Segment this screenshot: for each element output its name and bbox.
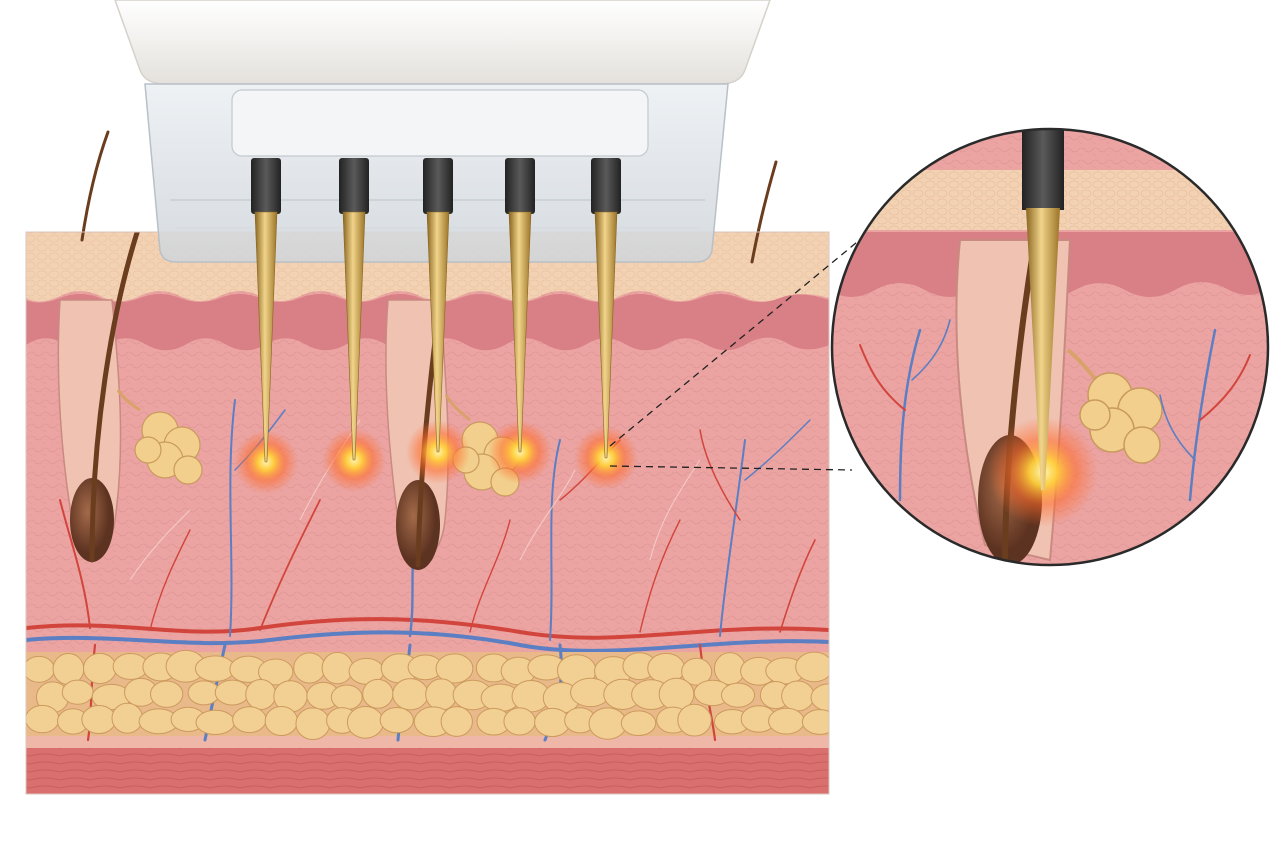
fat-cell [293, 652, 326, 684]
fat-cell [795, 651, 829, 683]
needle-shaft [342, 211, 366, 461]
fat-cell [362, 678, 394, 709]
fat-cell [295, 707, 331, 740]
fascia-band [26, 736, 829, 748]
magnified-inset [830, 127, 1270, 567]
hair-strand [750, 160, 778, 264]
needle-sleeve [591, 158, 621, 214]
callout-line-bottom [609, 465, 853, 471]
needle-sleeve [251, 158, 281, 214]
microneedle [591, 158, 621, 459]
hair-shaft [89, 232, 140, 563]
needle-shaft [594, 211, 618, 459]
inset-needle-sleeve [1022, 129, 1064, 210]
needle-sleeve [339, 158, 369, 214]
fat-cell [435, 653, 474, 684]
fat-cell [677, 703, 712, 737]
fat-cell [111, 702, 144, 734]
fat-cell [330, 684, 363, 711]
hair-strand [80, 130, 110, 242]
inset-needle [1022, 129, 1064, 490]
fat-cell [194, 655, 236, 682]
hair-follicle [57, 232, 140, 563]
microneedle [251, 158, 281, 463]
blood-vessel-network [26, 399, 829, 653]
fat-cell [232, 706, 267, 734]
fat-cell [781, 680, 815, 712]
needle-sleeve [423, 158, 453, 214]
fat-cell [81, 704, 117, 735]
microneedle-array [251, 158, 621, 463]
inset-needle-shaft [1026, 208, 1060, 490]
needle-sleeve [505, 158, 535, 214]
fat-cell [801, 709, 829, 735]
microneedle [339, 158, 369, 461]
fat-cell [681, 657, 713, 686]
microneedle [505, 158, 535, 453]
fat-cell [257, 658, 294, 686]
fat-cell [768, 707, 805, 735]
fat-cell [440, 706, 473, 737]
microneedle [423, 158, 453, 453]
fat-cell [392, 678, 429, 711]
fat-cell [26, 704, 60, 734]
fat-cell [214, 679, 250, 706]
fat-cell [620, 710, 657, 737]
fat-cell [82, 652, 117, 685]
fat-cell [810, 683, 829, 712]
fat-cell [379, 706, 414, 734]
fat-cell [149, 680, 184, 708]
needle-shaft [426, 211, 450, 453]
needle-shaft [254, 211, 278, 463]
fat-cell [195, 709, 236, 735]
fat-cell [26, 655, 55, 683]
callout-line-top [609, 237, 863, 447]
sebaceous-gland [116, 389, 203, 485]
inset-border [830, 127, 1270, 567]
needle-shaft [508, 211, 532, 453]
device-housing [114, 0, 771, 85]
fat-cell [720, 682, 756, 708]
fat-cell [346, 705, 384, 739]
fat-cell [264, 705, 298, 736]
fat-cell [503, 707, 536, 736]
fat-cell [245, 678, 277, 711]
fat-cell [321, 651, 354, 685]
fat-cell [61, 679, 94, 705]
fat-cell [425, 678, 458, 711]
fat-cells [26, 649, 829, 740]
inset-sebaceous-gland [1066, 348, 1163, 464]
